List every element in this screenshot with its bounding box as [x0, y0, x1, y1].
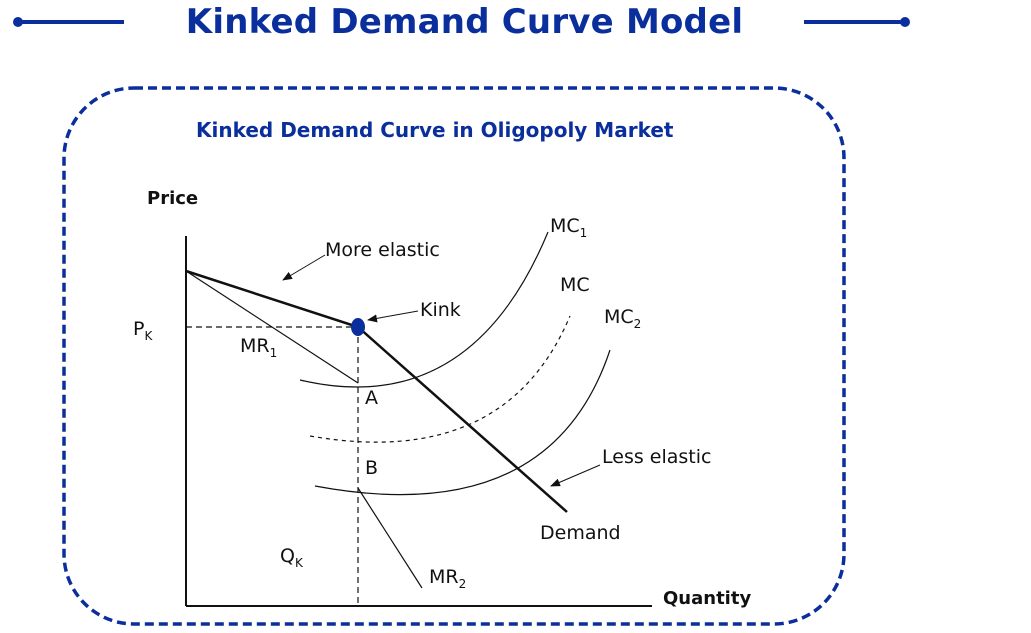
- point-b-label: B: [365, 457, 378, 479]
- dashed-panel-border: [62, 86, 846, 626]
- y-axis-label: Price: [147, 188, 198, 209]
- less-elastic-label: Less elastic: [602, 446, 711, 468]
- kink-point: [351, 318, 365, 336]
- title-decoration-right: [804, 17, 910, 27]
- mc1-curve: [299, 231, 549, 388]
- kink-arrow: [367, 310, 419, 323]
- mc-curve: [309, 315, 571, 443]
- mc2-label: MC2: [604, 306, 641, 331]
- page-title: Kinked Demand Curve Model: [185, 2, 744, 42]
- demand-label: Demand: [540, 522, 621, 544]
- more-elastic-label: More elastic: [325, 239, 440, 261]
- mr1-label: MR1: [240, 335, 277, 360]
- mc-label: MC: [560, 274, 590, 296]
- x-axis-label: Quantity: [663, 588, 751, 609]
- title-decoration-left: [13, 17, 124, 27]
- quantity-kink-label: QK: [280, 545, 304, 570]
- mr1-curve: [185, 270, 359, 384]
- kink-label: Kink: [420, 299, 461, 321]
- less-elastic-arrow: [550, 464, 601, 487]
- price-kink-label: PK: [133, 318, 153, 343]
- mc1-label: MC1: [550, 215, 587, 240]
- panel-subtitle: Kinked Demand Curve in Oligopoly Market: [196, 118, 674, 142]
- more-elastic-arrow: [282, 254, 326, 281]
- mr2-curve: [357, 487, 423, 589]
- point-a-label: A: [365, 387, 378, 409]
- mc2-curve: [314, 349, 611, 496]
- mr2-label: MR2: [429, 566, 466, 591]
